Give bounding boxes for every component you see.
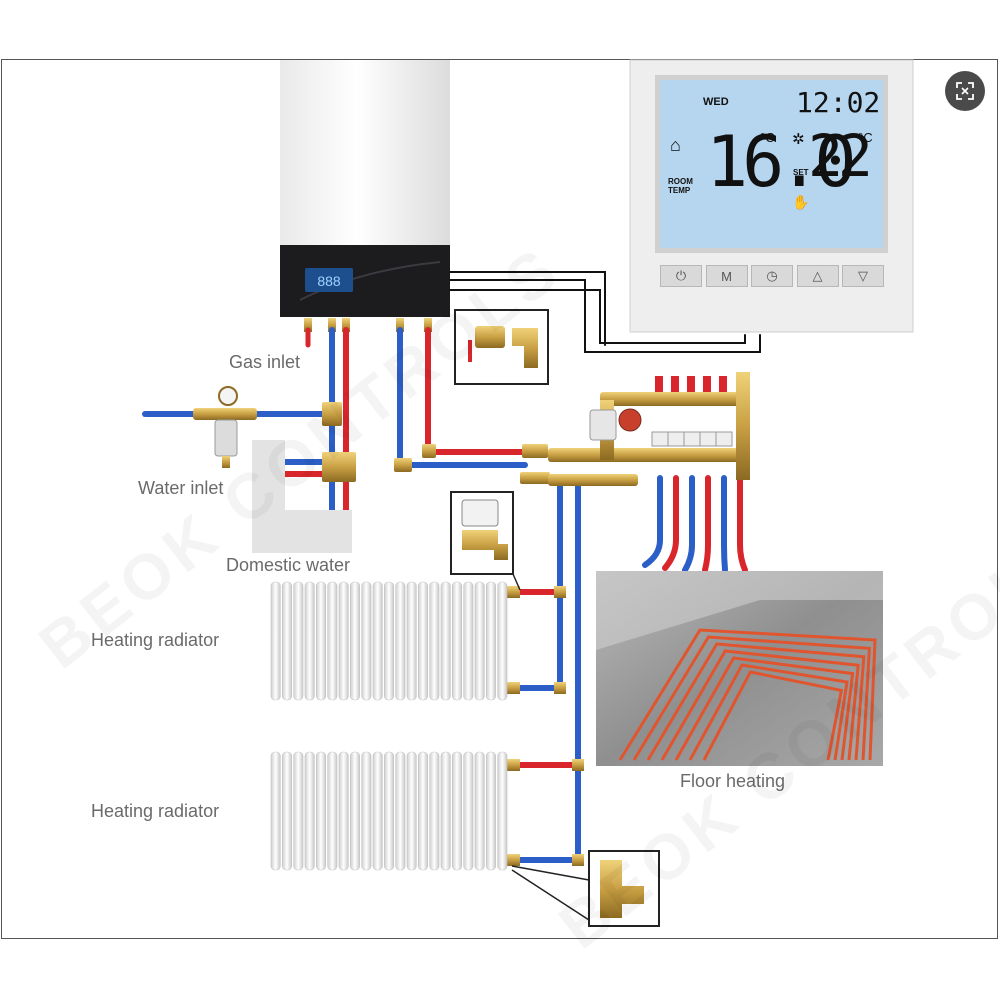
- thermostat-set-temp: 22: [808, 122, 873, 190]
- floor-heating-loop: [660, 649, 860, 761]
- thermostat-set-unit: °C: [858, 130, 873, 145]
- radiator-column: [282, 581, 292, 701]
- radiator-column: [361, 751, 372, 871]
- radiator-column: [270, 751, 281, 871]
- power-button[interactable]: ⏻: [660, 265, 702, 287]
- floor-heating-loop: [618, 628, 877, 761]
- zoom-fit-button[interactable]: [945, 71, 985, 111]
- radiator-column: [338, 581, 349, 701]
- manifold-actuators: [651, 431, 733, 447]
- brass-fittings: [193, 372, 750, 866]
- radiator-column: [486, 751, 496, 871]
- radiator-column: [316, 751, 326, 871]
- label-gas-inlet: Gas inlet: [229, 352, 301, 372]
- label-floor-heating: Floor heating: [680, 771, 786, 791]
- radiator-column: [293, 751, 304, 871]
- domestic-water-block: [252, 440, 352, 553]
- radiator-column: [338, 751, 349, 871]
- radiator-column: [270, 581, 281, 701]
- radiator-column: [486, 581, 496, 701]
- radiator-column: [327, 581, 338, 701]
- thermostat-lcd: [660, 80, 883, 248]
- radiator-column: [316, 581, 326, 701]
- radiator-column: [395, 581, 406, 701]
- radiator-column: [350, 581, 360, 701]
- up-button[interactable]: △: [796, 265, 839, 287]
- heating-radiator-1: [270, 581, 508, 701]
- inset-lockshield-valve: [511, 850, 660, 927]
- radiator-column: [406, 581, 417, 701]
- thermostat-time: 12:02: [796, 86, 881, 119]
- radiator-column: [372, 751, 383, 871]
- floor-heating-loop: [688, 663, 849, 761]
- radiator-column: [463, 751, 474, 871]
- heating-radiator-2: [270, 751, 508, 871]
- label-water-inlet: Water inlet: [138, 478, 224, 498]
- radiator-column: [429, 581, 440, 701]
- label-heating-radiator-2: Heating radiator: [91, 801, 220, 821]
- inset-thermostatic-valve: [450, 491, 521, 591]
- floor-heating-loop: [632, 635, 871, 761]
- radiator-column: [418, 751, 428, 871]
- radiator-column: [474, 751, 485, 871]
- radiator-column: [474, 581, 485, 701]
- zoom-fit-icon: [956, 82, 974, 100]
- radiator-column: [304, 581, 315, 701]
- radiator-column: [497, 751, 508, 871]
- hand-icon: ✋: [792, 194, 810, 210]
- radiator-column: [497, 581, 508, 701]
- radiator-column: [440, 751, 451, 871]
- house-icon: ⌂: [670, 135, 681, 155]
- radiator-column: [293, 581, 304, 701]
- radiator-column: [350, 751, 360, 871]
- thermostat-room-label: ROOM TEMP: [668, 177, 693, 195]
- thermostat-day: WED: [703, 96, 729, 108]
- floor-heating-loop: [674, 656, 855, 761]
- boiler-display-text: 888: [317, 273, 341, 289]
- manifold-flow-meters: [655, 376, 727, 392]
- radiator-column: [429, 751, 440, 871]
- radiator-column: [463, 581, 474, 701]
- pump-icon: [618, 408, 642, 432]
- radiator-column: [395, 751, 406, 871]
- boiler-display: [305, 268, 353, 292]
- radiator-column: [384, 751, 394, 871]
- radiator-column: [327, 751, 338, 871]
- floor-heating-loop: [646, 642, 866, 761]
- mode-button[interactable]: M: [705, 265, 748, 287]
- radiator-column: [452, 581, 462, 701]
- radiator-column: [304, 751, 315, 871]
- radiator-column: [361, 581, 372, 701]
- radiator-column: [440, 581, 451, 701]
- pressure-gauge-icon: [218, 386, 238, 406]
- radiator-column: [372, 581, 383, 701]
- radiator-column: [418, 581, 428, 701]
- clock-button[interactable]: ◷: [751, 265, 793, 287]
- inset-valve-detail-top: [454, 309, 549, 385]
- boiler: 888: [280, 60, 450, 332]
- thermostat-room-temp: 16.0: [706, 121, 857, 203]
- down-button[interactable]: ▽: [842, 265, 884, 287]
- radiator-column: [282, 751, 292, 871]
- label-domestic-water: Domestic water: [226, 555, 351, 575]
- radiator-column: [384, 581, 394, 701]
- thermostat-set-label: SET: [793, 168, 809, 177]
- floor-heating-loop: [702, 670, 844, 761]
- floor-heating-photo: [596, 571, 883, 766]
- thermostat-room-unit: °C: [760, 130, 775, 145]
- radiator-column: [406, 751, 417, 871]
- radiator-column: [452, 751, 462, 871]
- label-heating-radiator-1: Heating radiator: [91, 630, 220, 650]
- sun-icon: ✲: [792, 131, 805, 148]
